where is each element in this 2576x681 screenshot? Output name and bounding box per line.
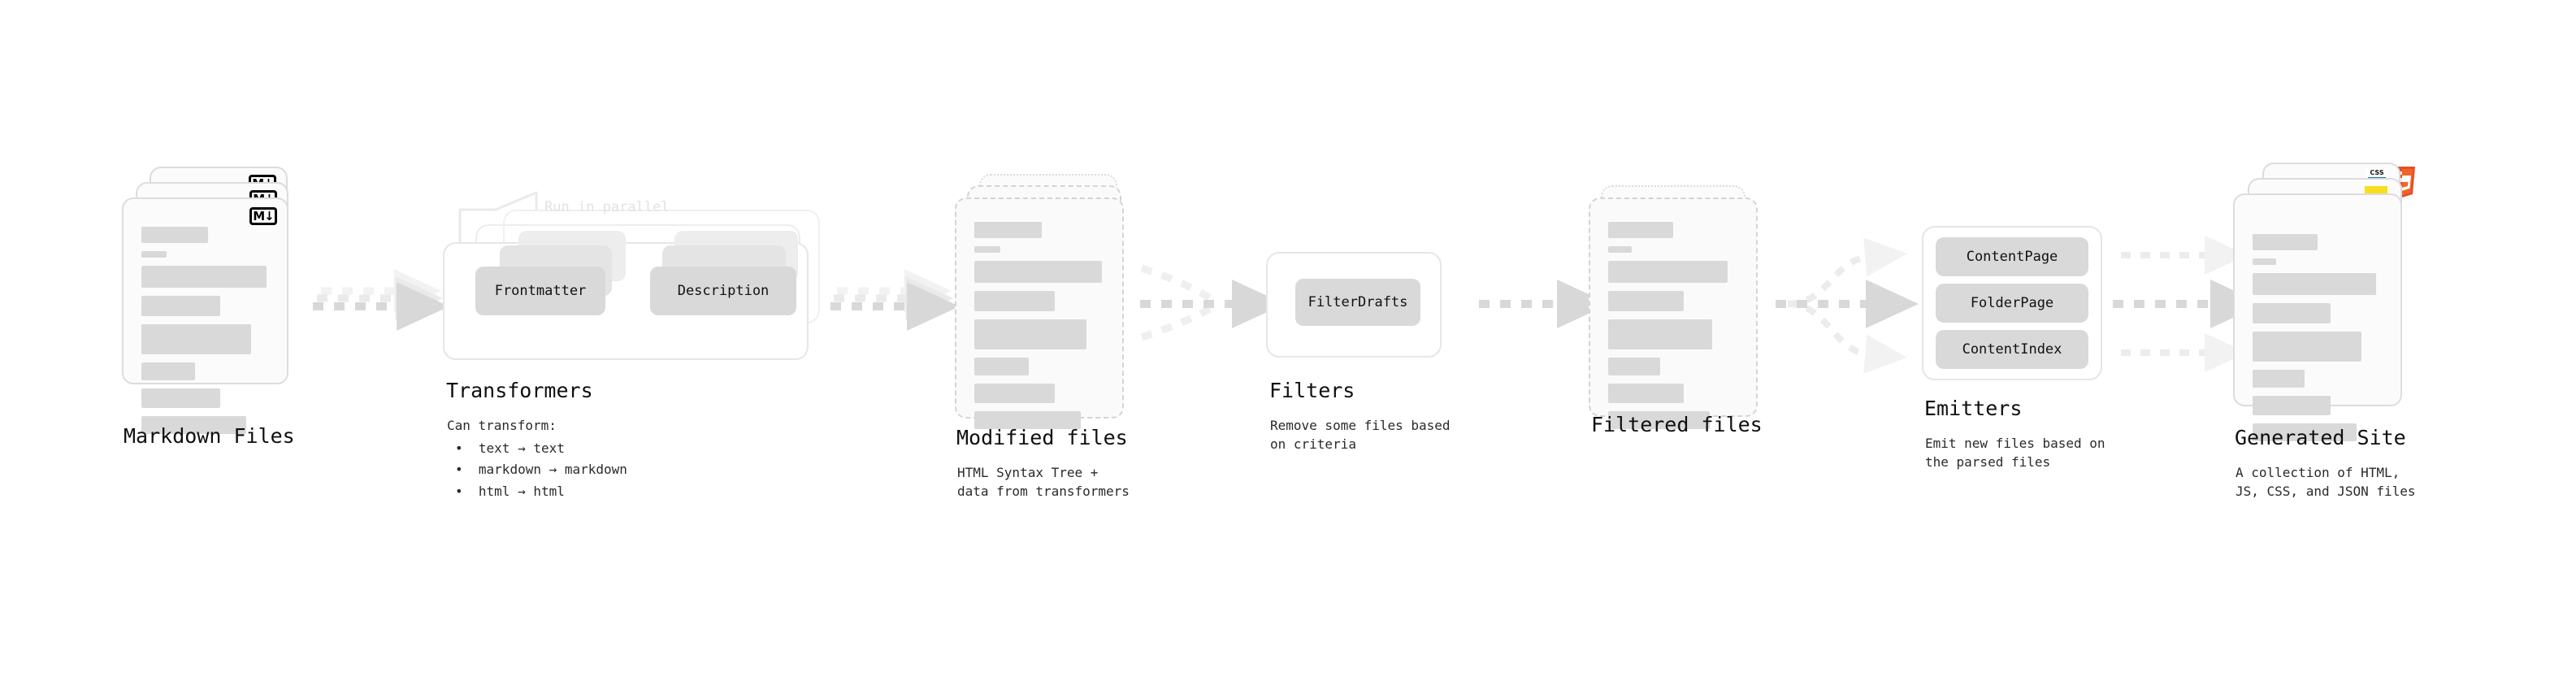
transformers-bullet-list: • text → text • markdown → markdown • ht… (455, 438, 627, 502)
modified-card-content (974, 222, 1104, 437)
arrow-modified-to-filters (1140, 264, 1285, 341)
emitter-chip-folderpage[interactable]: FolderPage (1936, 284, 2088, 323)
filtered-card-front[interactable] (1589, 197, 1758, 429)
filter-chip-filterdrafts[interactable]: FilterDrafts (1295, 279, 1420, 326)
arrow-emitters-to-site (2113, 236, 2263, 372)
stage-title-filtered-files: Filtered files (1591, 413, 1763, 436)
generated-site-caption: A collection of HTML, JS, CSS, and JSON … (2236, 465, 2416, 500)
bullet-item: • text → text (455, 440, 565, 456)
arrow-filtered-to-emitters (1776, 237, 1919, 374)
bullet-item: • html → html (455, 483, 565, 499)
run-in-parallel-label: Run in parallel (544, 199, 670, 215)
emitters-caption: Emit new files based on the parsed files (1925, 436, 2105, 471)
markdown-card-content (141, 227, 269, 442)
emitter-chip-contentpage[interactable]: ContentPage (1936, 237, 2088, 276)
transformers-caption: Can transform: (447, 418, 557, 433)
arrow-markdown-to-transformers (313, 269, 449, 331)
stage-title-modified-files: Modified files (956, 426, 1128, 449)
generated-card-front[interactable] (2233, 193, 2402, 441)
arrow-transformers-to-modified (830, 269, 960, 331)
stage-title-emitters: Emitters (1924, 397, 2023, 420)
html5-icon (2360, 203, 2387, 234)
emitter-chip-contentindex[interactable]: ContentIndex (1936, 330, 2088, 369)
stage-title-filters: Filters (1269, 379, 1355, 402)
stage-title-markdown-files: Markdown Files (124, 424, 295, 448)
transformer-chip-frontmatter[interactable]: Frontmatter (475, 267, 605, 315)
modified-card-front[interactable] (955, 197, 1124, 429)
filters-caption: Remove some files based on criteria (1270, 418, 1451, 453)
generated-card-content (2253, 234, 2383, 449)
bullet-item: • markdown → markdown (455, 462, 627, 478)
stage-title-generated-site: Generated Site (2235, 426, 2406, 449)
markdown-card-front[interactable]: M↓ (122, 197, 288, 434)
filtered-card-content (1608, 222, 1738, 437)
transformer-chip-description[interactable]: Description (650, 267, 796, 315)
stage-title-transformers: Transformers (446, 379, 593, 402)
markdown-badge: M↓ (249, 207, 277, 225)
modified-files-caption: HTML Syntax Tree + data from transformer… (957, 465, 1130, 500)
